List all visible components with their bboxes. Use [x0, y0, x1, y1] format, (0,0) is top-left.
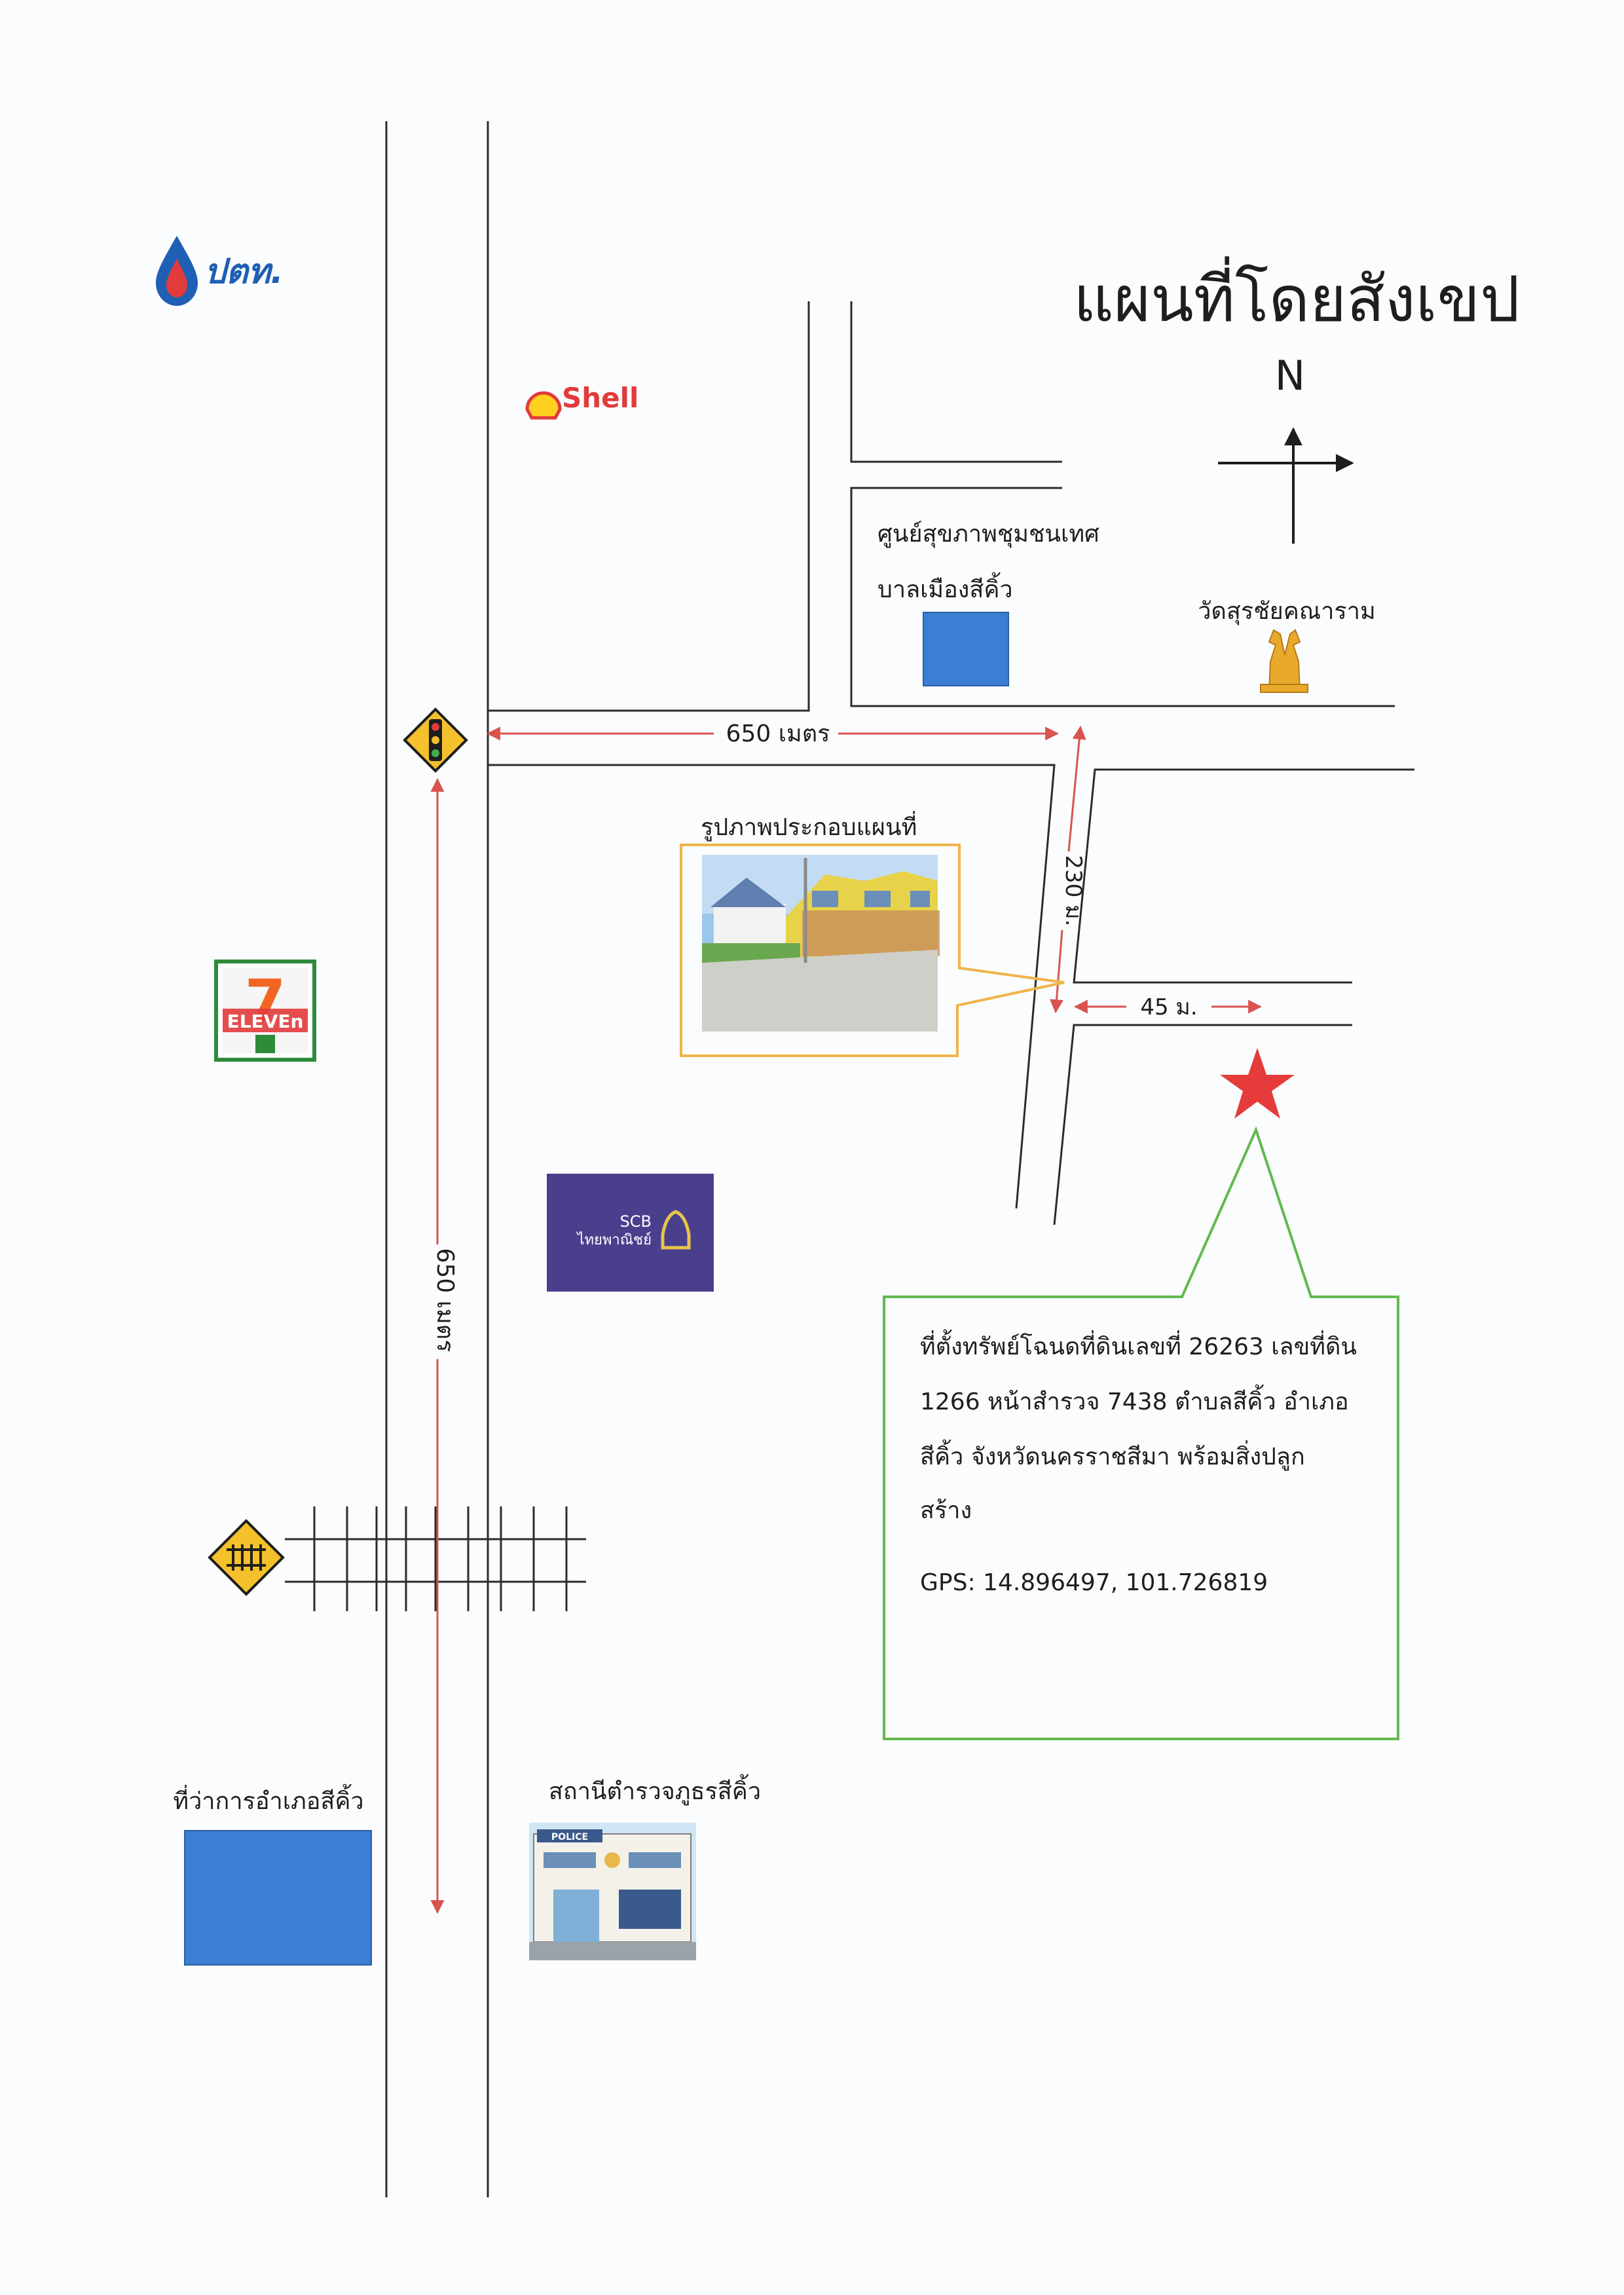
shell-logo-text: Shell [562, 382, 638, 414]
north-label: N [1275, 352, 1305, 400]
temple-icon [1260, 629, 1308, 693]
shell-logo: Shell [525, 382, 638, 420]
house-photo [702, 855, 940, 1032]
dimension-right-label: 230 ม. [1060, 855, 1086, 927]
temple-label: วัดสุรชัยคณาราม [1198, 598, 1375, 625]
district-office-label: ที่ว่าการอำเภอสีคิ้ว [173, 1783, 363, 1815]
health-center-label-2: บาลเมืองสีคิ้ว [877, 572, 1013, 603]
photo-caption: รูปภาพประกอบแผนที่ [701, 811, 917, 842]
health-center-building [923, 612, 1009, 686]
lower-roads [488, 764, 1414, 1225]
ptt-logo-text: ปตท. [204, 252, 284, 291]
dimension-small-label: 45 ม. [1140, 994, 1197, 1020]
railway [285, 1506, 586, 1611]
upper-roads [488, 301, 1395, 712]
health-center: ศูนย์สุขภาพชุมชนเทศ บาลเมืองสีคิ้ว [877, 521, 1099, 686]
police-station: สถานีตำรวจภูธรสีคิ้ว POLICE [529, 1774, 761, 1960]
ptt-logo: ปตท. [156, 236, 284, 306]
railway-crossing-sign [208, 1519, 285, 1596]
main-road [385, 121, 489, 2197]
north-arrow: N [1218, 352, 1354, 544]
photo-callout: รูปภาพประกอบแผนที่ [680, 811, 1065, 1057]
dimension-top-label: 650 เมตร [726, 720, 830, 747]
gps-coordinates: GPS: 14.896497, 101.726819 [920, 1569, 1268, 1596]
info-line-3: สีคิ้ว จังหวัดนครราชสีมา พร้อมสิ่งปลูก [920, 1439, 1305, 1471]
info-line-4: สร้าง [920, 1497, 972, 1524]
property-info-callout: ที่ตั้งทรัพย์โฉนดที่ดินเลขที่ 26263 เลขท… [883, 1126, 1399, 1740]
seven-eleven-text: ELEVEn [227, 1011, 304, 1032]
police-station-icon: POLICE [529, 1823, 696, 1960]
police-station-label: สถานีตำรวจภูธรสีคิ้ว [549, 1774, 761, 1806]
map-title: แผนที่โดยสังเขป [1073, 256, 1520, 336]
info-line-1: ที่ตั้งทรัพย์โฉนดที่ดินเลขที่ 26263 เลขท… [920, 1329, 1357, 1360]
temple: วัดสุรชัยคณาราม [1198, 598, 1376, 693]
seven-eleven-logo: 7 ELEVEn [214, 960, 316, 1062]
dimension-left-label: 650 เมตร [432, 1248, 458, 1353]
police-sign-text: POLICE [551, 1832, 588, 1842]
health-center-label-1: ศูนย์สุขภาพชุมชนเทศ [877, 521, 1099, 548]
district-office: ที่ว่าการอำเภอสีคิ้ว [173, 1783, 372, 1966]
dimension-lines [430, 725, 1263, 1914]
scb-logo-line2: ไทยพาณิชย์ [576, 1231, 652, 1248]
info-line-2: 1266 หน้าสำรวจ 7438 ตำบลสีคิ้ว อำเภอ [920, 1384, 1349, 1415]
traffic-light-sign [403, 707, 468, 773]
property-star-marker [1220, 1048, 1295, 1119]
scb-logo: SCB ไทยพาณิชย์ [547, 1174, 714, 1292]
district-office-building [184, 1830, 372, 1966]
scb-logo-line1: SCB [620, 1212, 652, 1231]
